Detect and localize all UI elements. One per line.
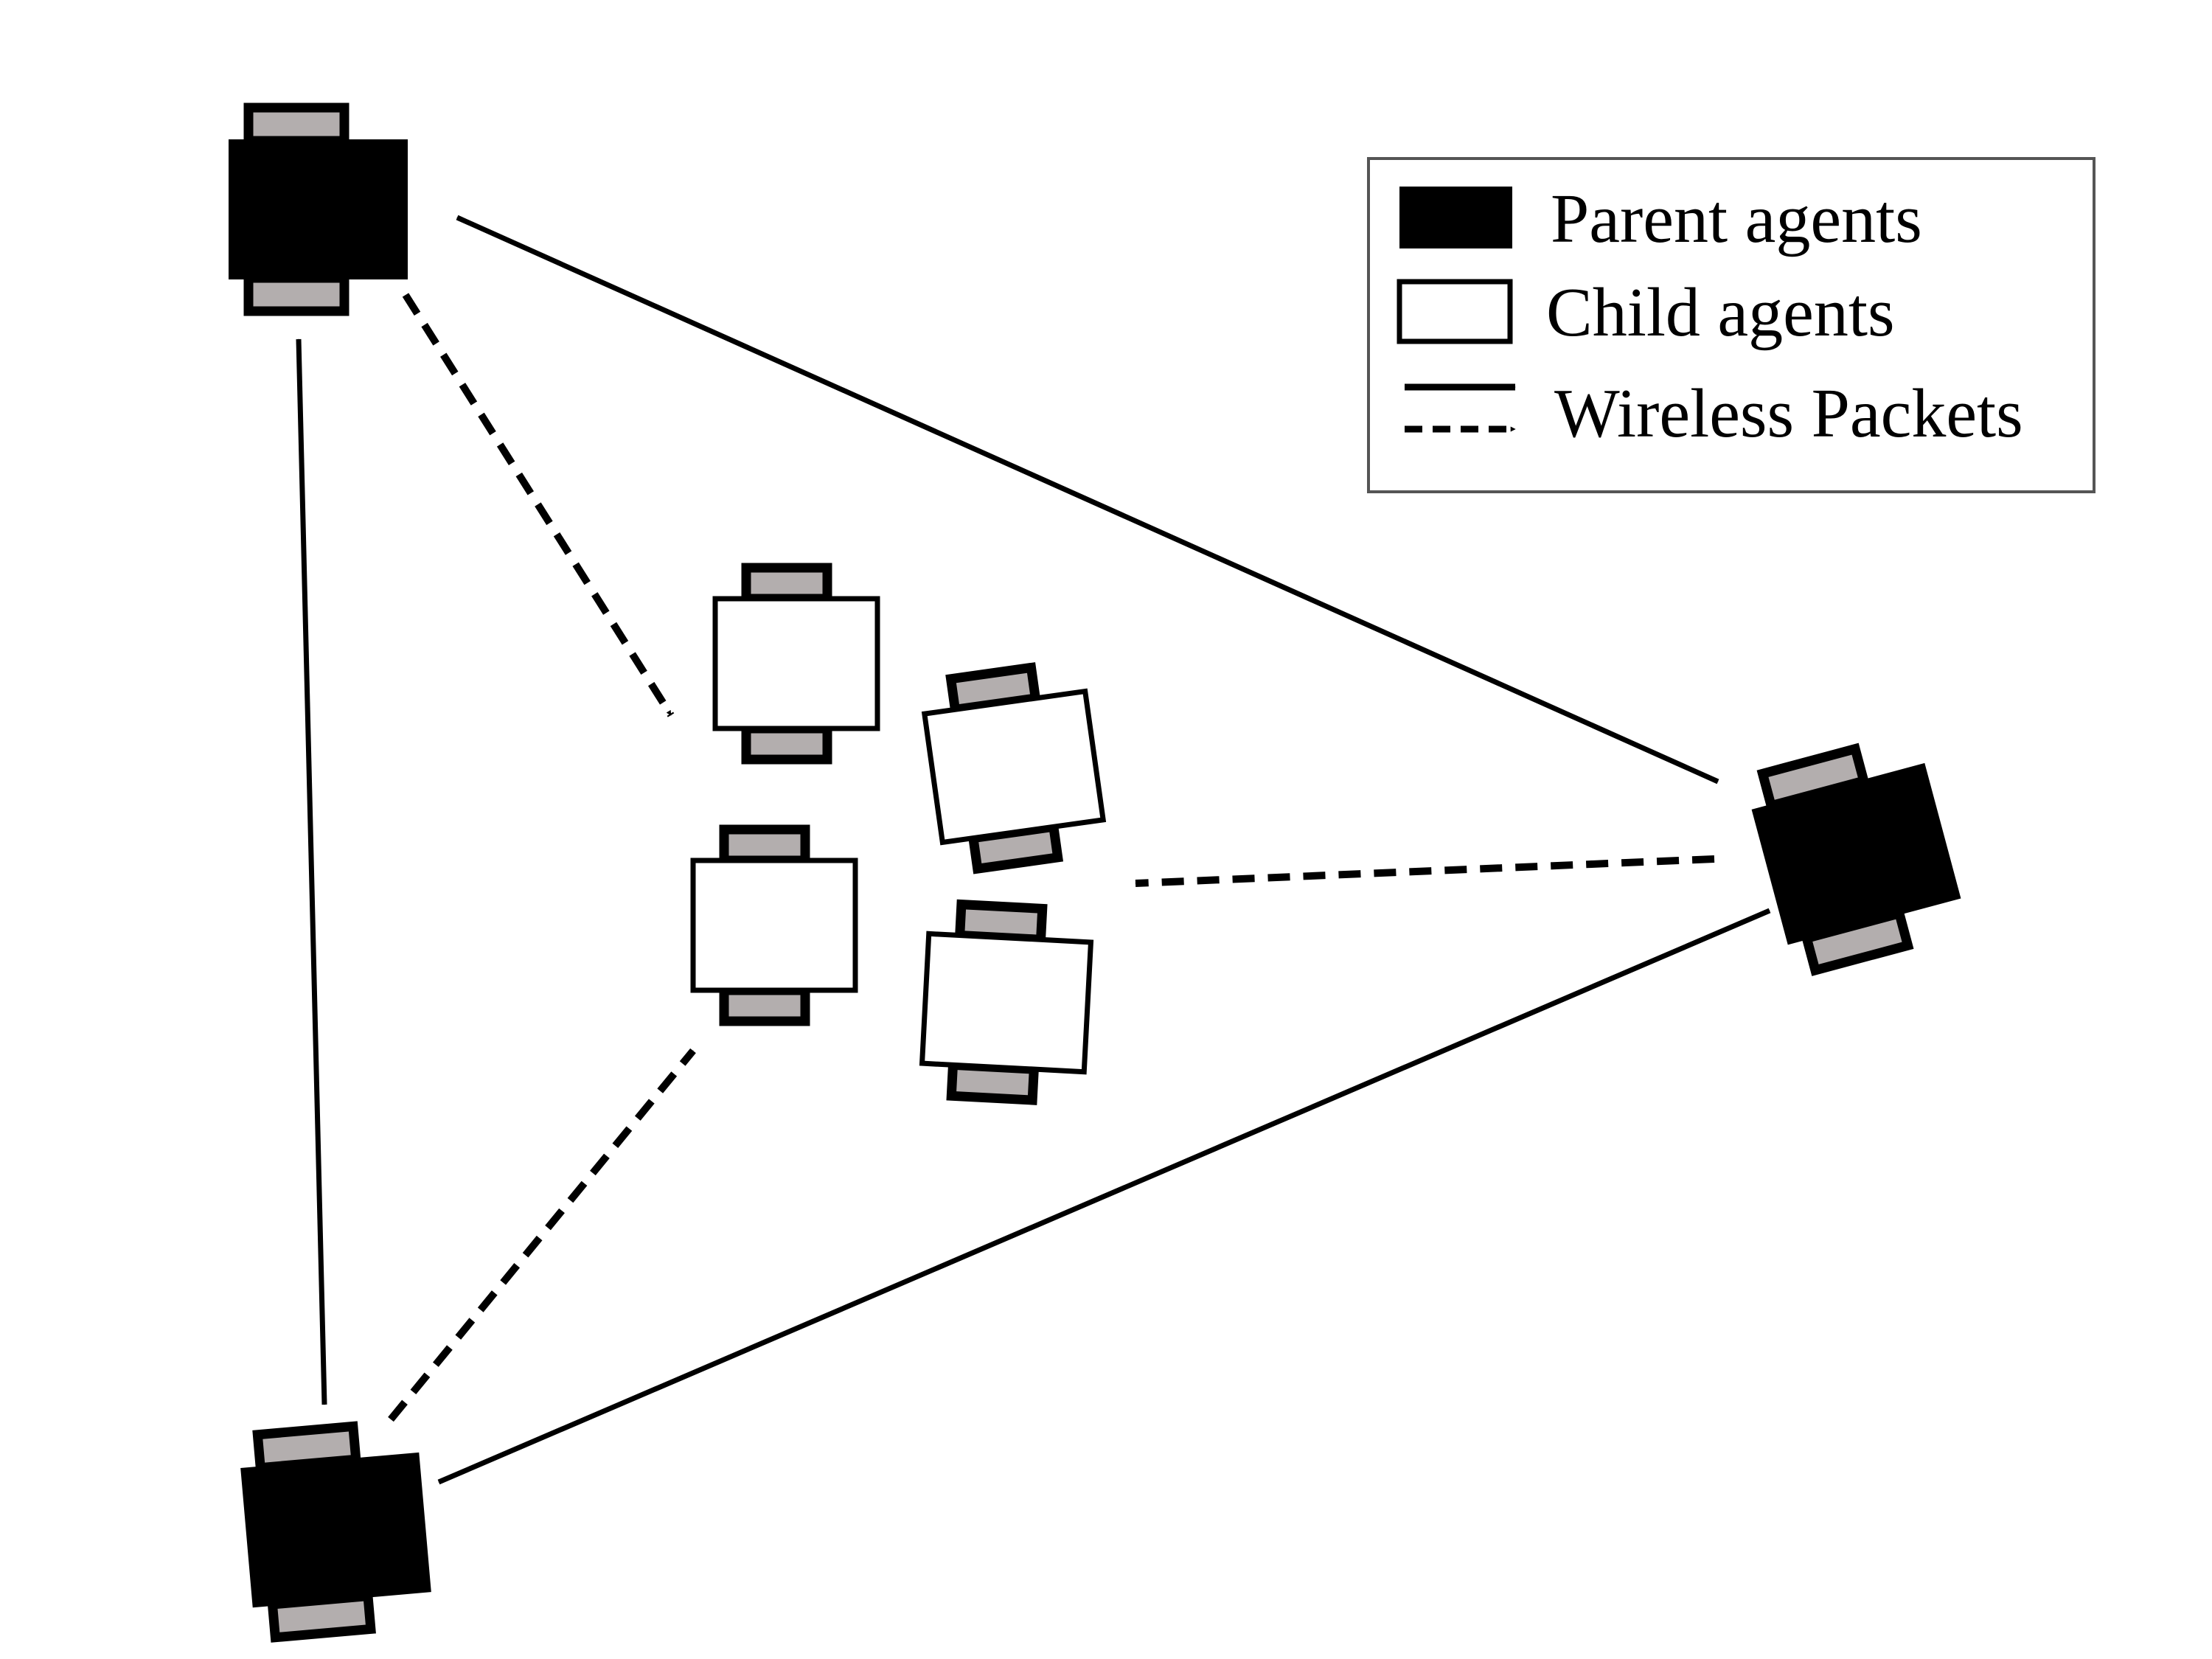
wheel-bottom	[719, 985, 810, 1026]
wheel-bottom	[741, 723, 832, 765]
solid-links	[296, 215, 1771, 1485]
robot-body	[919, 931, 1094, 1075]
legend: Parent agents Child agents Wireless Pack…	[1367, 157, 2096, 493]
packet-link-from-right	[1135, 855, 1715, 887]
robot-body	[712, 596, 880, 731]
link-topleft-bottomleft	[296, 338, 327, 1405]
link-topleft-right	[456, 215, 1719, 785]
child-agent-lower-left	[690, 824, 858, 1026]
robot-body	[229, 139, 408, 279]
child-agent-top	[712, 563, 880, 765]
robot-body	[921, 688, 1107, 846]
legend-child-label: Child agents	[1546, 274, 1895, 351]
robot-body	[690, 858, 858, 993]
robot-body	[240, 1452, 431, 1608]
dashed-links	[388, 293, 1715, 1422]
parent-agent-bottom-left	[240, 1421, 431, 1643]
parent-agent-top-left	[229, 102, 408, 316]
child-agent-upper-right	[921, 662, 1107, 874]
legend-parent-label: Parent agents	[1551, 181, 1922, 257]
packet-link-from-bottom-left	[388, 1048, 696, 1422]
legend-parent-swatch	[1399, 187, 1512, 248]
child-agent-lower-right	[919, 899, 1094, 1105]
wheel-top	[719, 824, 810, 866]
parent-agent-right	[1751, 742, 1961, 976]
legend-packets-label: Wireless Packets	[1554, 375, 2023, 452]
robot-body	[1751, 762, 1961, 945]
legend-child-swatch	[1397, 279, 1513, 344]
wheel-top	[243, 102, 349, 146]
wheel-top	[741, 563, 832, 604]
link-bottomleft-right	[437, 908, 1771, 1485]
packet-link-from-top-left	[402, 293, 675, 717]
wheel-bottom	[243, 273, 349, 316]
